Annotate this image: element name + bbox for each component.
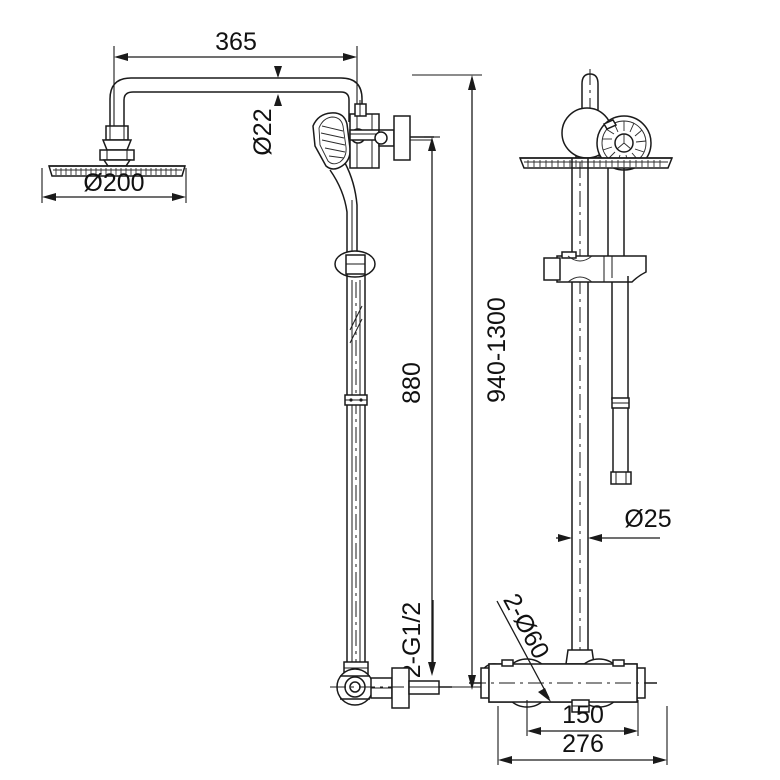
side-head-plate xyxy=(518,157,674,169)
side-slide-bracket xyxy=(543,251,647,283)
dimension-d25: Ø25 xyxy=(556,505,672,542)
dimension-940-1300: 940-1300 xyxy=(412,74,520,690)
side-hand-shower xyxy=(596,115,652,171)
side-elevation-view: Ø25 xyxy=(469,69,674,765)
dimension-label-276: 276 xyxy=(562,730,604,758)
side-head-plate-nozzles xyxy=(524,160,668,167)
riser-rail xyxy=(334,250,376,668)
dimension-label-150: 150 xyxy=(562,701,604,729)
hand-shower-holder xyxy=(349,100,434,169)
dimension-150: 150 xyxy=(526,700,639,736)
head-shower xyxy=(47,165,187,177)
dimension-label-d22: Ø22 xyxy=(249,108,277,155)
side-mixer-body xyxy=(469,649,657,713)
side-hand-shower-nozzles xyxy=(602,121,647,165)
hand-shower-face xyxy=(320,125,346,159)
side-hose xyxy=(610,276,632,485)
dimension-d22: Ø22 xyxy=(249,66,282,156)
dimension-label-365: 365 xyxy=(215,28,257,56)
dimension-365: 365 xyxy=(113,28,358,128)
dimension-label-940-1300: 940-1300 xyxy=(483,297,511,403)
mixer-valve-front xyxy=(330,661,460,709)
hand-shower xyxy=(312,112,358,268)
front-elevation-view: 365 Ø22 xyxy=(41,28,460,709)
callout-g12: 2-G1/2 xyxy=(398,600,434,678)
dimension-label-d25: Ø25 xyxy=(624,505,671,533)
side-riser-tube xyxy=(571,158,625,662)
dimension-276: 276 xyxy=(497,706,668,765)
callout-label-g12: 2-G1/2 xyxy=(398,602,426,678)
dimension-d200: Ø200 xyxy=(41,168,187,203)
shower-arm xyxy=(109,77,363,131)
dimension-880: 880 xyxy=(398,136,440,676)
dimension-label-d200: Ø200 xyxy=(83,169,144,197)
shower-head-connector xyxy=(99,125,135,167)
dimension-label-880: 880 xyxy=(398,362,426,404)
head-shower-nozzles xyxy=(53,168,182,175)
